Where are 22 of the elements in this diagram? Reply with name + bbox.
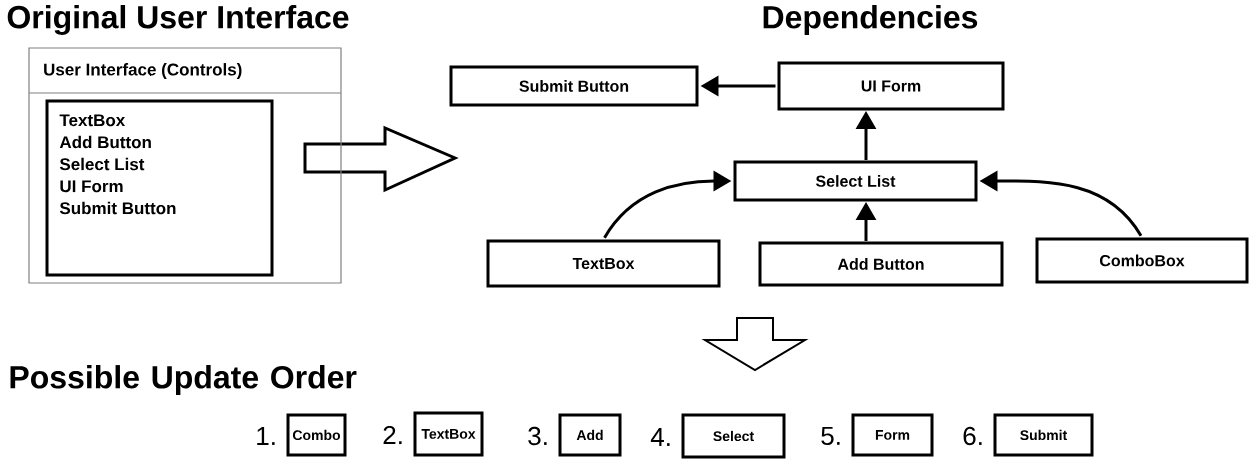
component-box: Submit Button	[449, 65, 699, 107]
component-box: ComboBox	[1035, 237, 1249, 284]
step-number: 1.	[257, 427, 275, 445]
component-box: TextBox	[486, 239, 721, 288]
heading: Dependencies	[763, 5, 978, 35]
step-number: 2.	[383, 425, 402, 445]
step-number: 3.	[528, 426, 547, 446]
list-box: TextBox Add Button Select List UI Form Submit Button	[45, 99, 274, 277]
component-box: Select List	[733, 160, 978, 202]
component-box: UI Form	[777, 61, 1005, 111]
component-box: Add Button	[758, 241, 1004, 287]
step-box: Combo	[286, 413, 347, 457]
step-box: Submit	[993, 413, 1094, 457]
heading: Possible Update Order	[10, 365, 357, 395]
step-number: 6.	[963, 426, 982, 446]
step-box: Add	[558, 413, 622, 457]
step-box: Form	[851, 413, 934, 457]
step-number: 5.	[821, 426, 840, 446]
heading: Original User Interface	[7, 5, 349, 35]
step-box: TextBox	[413, 411, 484, 457]
step-number: 4.	[650, 428, 670, 446]
step-box: Select	[681, 413, 786, 459]
